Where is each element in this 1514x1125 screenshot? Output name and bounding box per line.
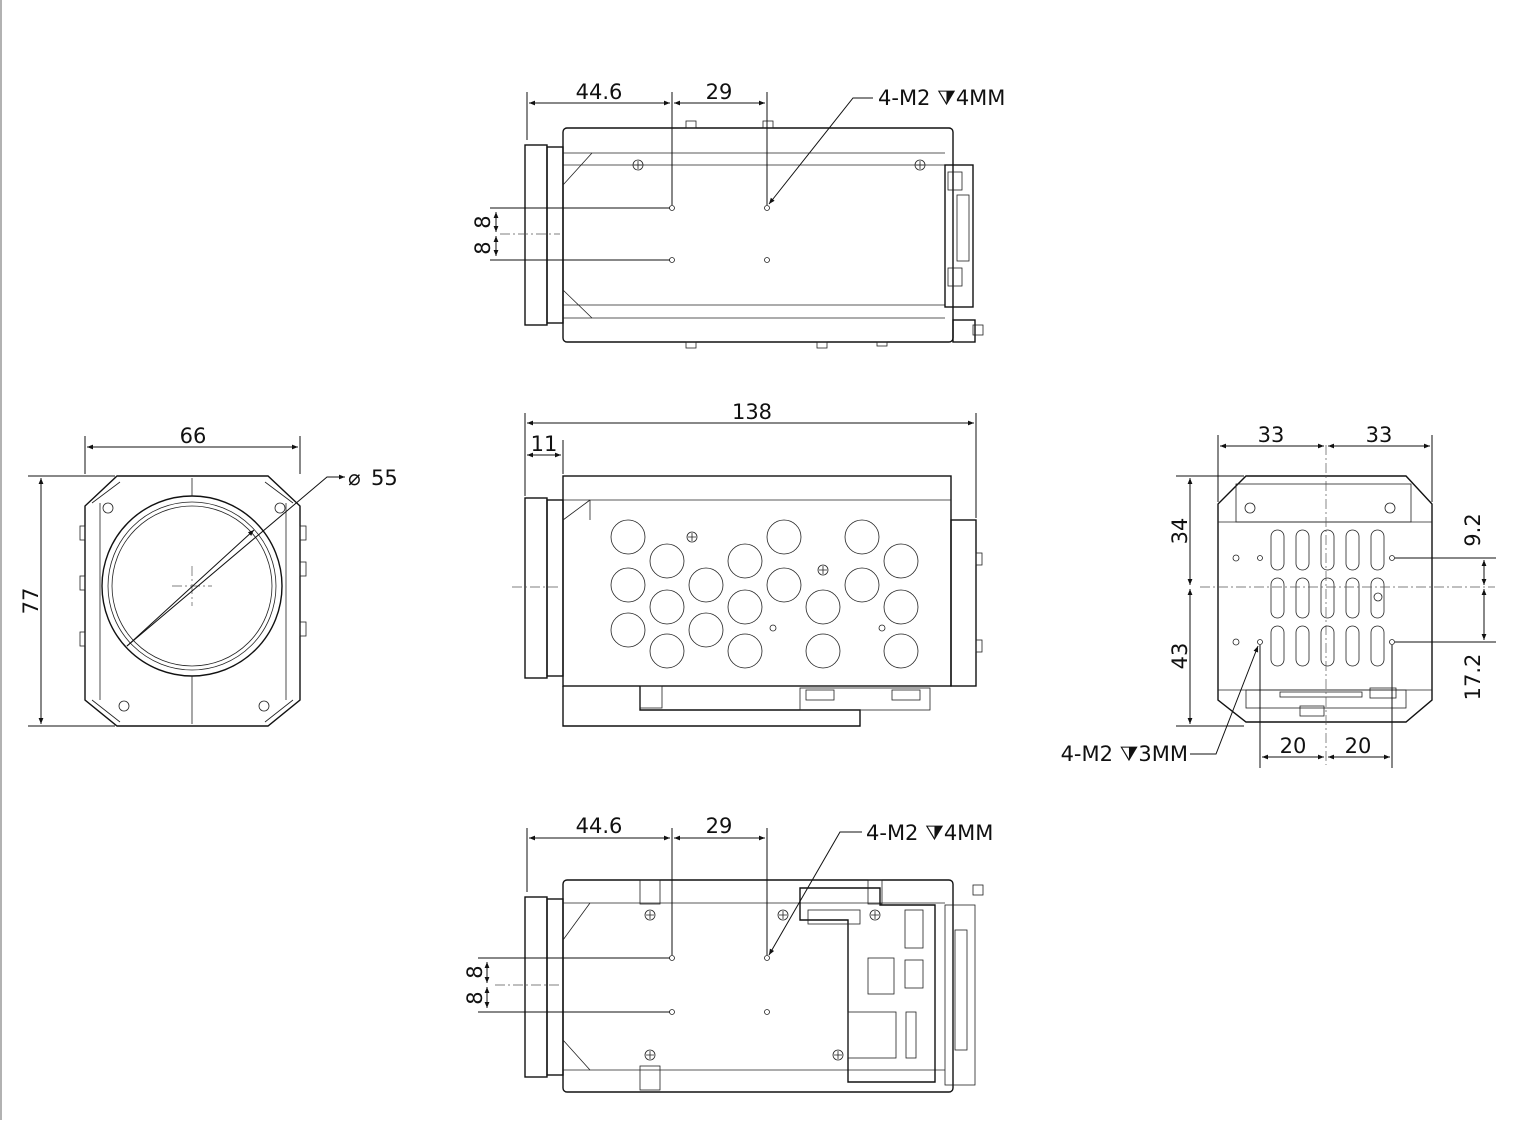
rear-dim-43: 43 bbox=[1168, 643, 1192, 670]
front-dim-77: 77 bbox=[19, 588, 43, 615]
rear-view: 33 33 34 43 9.2 17.2 20 20 4-M2 ⧩3MM bbox=[1061, 423, 1496, 768]
front-dim-55: 55 bbox=[371, 466, 398, 490]
rear-view-body bbox=[1200, 445, 1495, 765]
bottom-dim-8-upper: 8 bbox=[463, 965, 487, 978]
side-view-dimensions: 138 11 bbox=[524, 400, 977, 518]
top-view-body bbox=[500, 120, 984, 349]
front-view: 66 77 ⌀ 55 bbox=[19, 424, 398, 727]
rear-dim-33-right: 33 bbox=[1366, 423, 1393, 447]
side-view-body bbox=[512, 475, 983, 727]
bottom-view-dimensions: 44.6 29 8 8 4-M2 ⧩4MM bbox=[463, 814, 993, 1013]
front-view-dimensions: 66 77 ⌀ 55 bbox=[19, 424, 398, 727]
bottom-view: 44.6 29 8 8 4-M2 ⧩4MM bbox=[463, 814, 993, 1093]
top-dim-8-lower: 8 bbox=[471, 241, 495, 254]
bottom-view-body bbox=[495, 879, 984, 1093]
bottom-dim-29: 29 bbox=[706, 814, 733, 838]
side-dim-138: 138 bbox=[732, 400, 772, 424]
rear-dim-20-left: 20 bbox=[1280, 734, 1307, 758]
rear-callout-m2: 4-M2 ⧩3MM bbox=[1061, 742, 1188, 766]
side-view: 138 11 bbox=[512, 400, 983, 727]
rear-dim-20-right: 20 bbox=[1345, 734, 1372, 758]
bottom-dim-44-6: 44.6 bbox=[576, 814, 623, 838]
side-vent-holes bbox=[610, 519, 919, 669]
rear-dim-17-2: 17.2 bbox=[1461, 654, 1485, 701]
rear-dim-34: 34 bbox=[1168, 518, 1192, 545]
front-diameter-symbol: ⌀ bbox=[348, 466, 361, 490]
top-view-dimensions: 44.6 29 8 8 4-M2 ⧩4MM bbox=[471, 80, 1005, 261]
top-dim-8-upper: 8 bbox=[471, 215, 495, 228]
bottom-dim-8-lower: 8 bbox=[463, 991, 487, 1004]
front-dim-66: 66 bbox=[180, 424, 207, 448]
rear-dim-9-2: 9.2 bbox=[1461, 513, 1485, 546]
rear-vent-slots bbox=[1270, 529, 1385, 667]
rear-view-dimensions: 33 33 34 43 9.2 17.2 20 20 4-M2 ⧩3MM bbox=[1061, 423, 1496, 768]
top-view: 44.6 29 8 8 4-M2 ⧩4MM bbox=[471, 80, 1005, 349]
bottom-callout-m2: 4-M2 ⧩4MM bbox=[866, 821, 993, 845]
rear-dim-33-left: 33 bbox=[1258, 423, 1285, 447]
side-dim-11: 11 bbox=[531, 432, 558, 456]
top-callout-m2: 4-M2 ⧩4MM bbox=[878, 86, 1005, 110]
front-view-body bbox=[79, 475, 307, 727]
top-dim-44-6: 44.6 bbox=[576, 80, 623, 104]
top-dim-29: 29 bbox=[706, 80, 733, 104]
